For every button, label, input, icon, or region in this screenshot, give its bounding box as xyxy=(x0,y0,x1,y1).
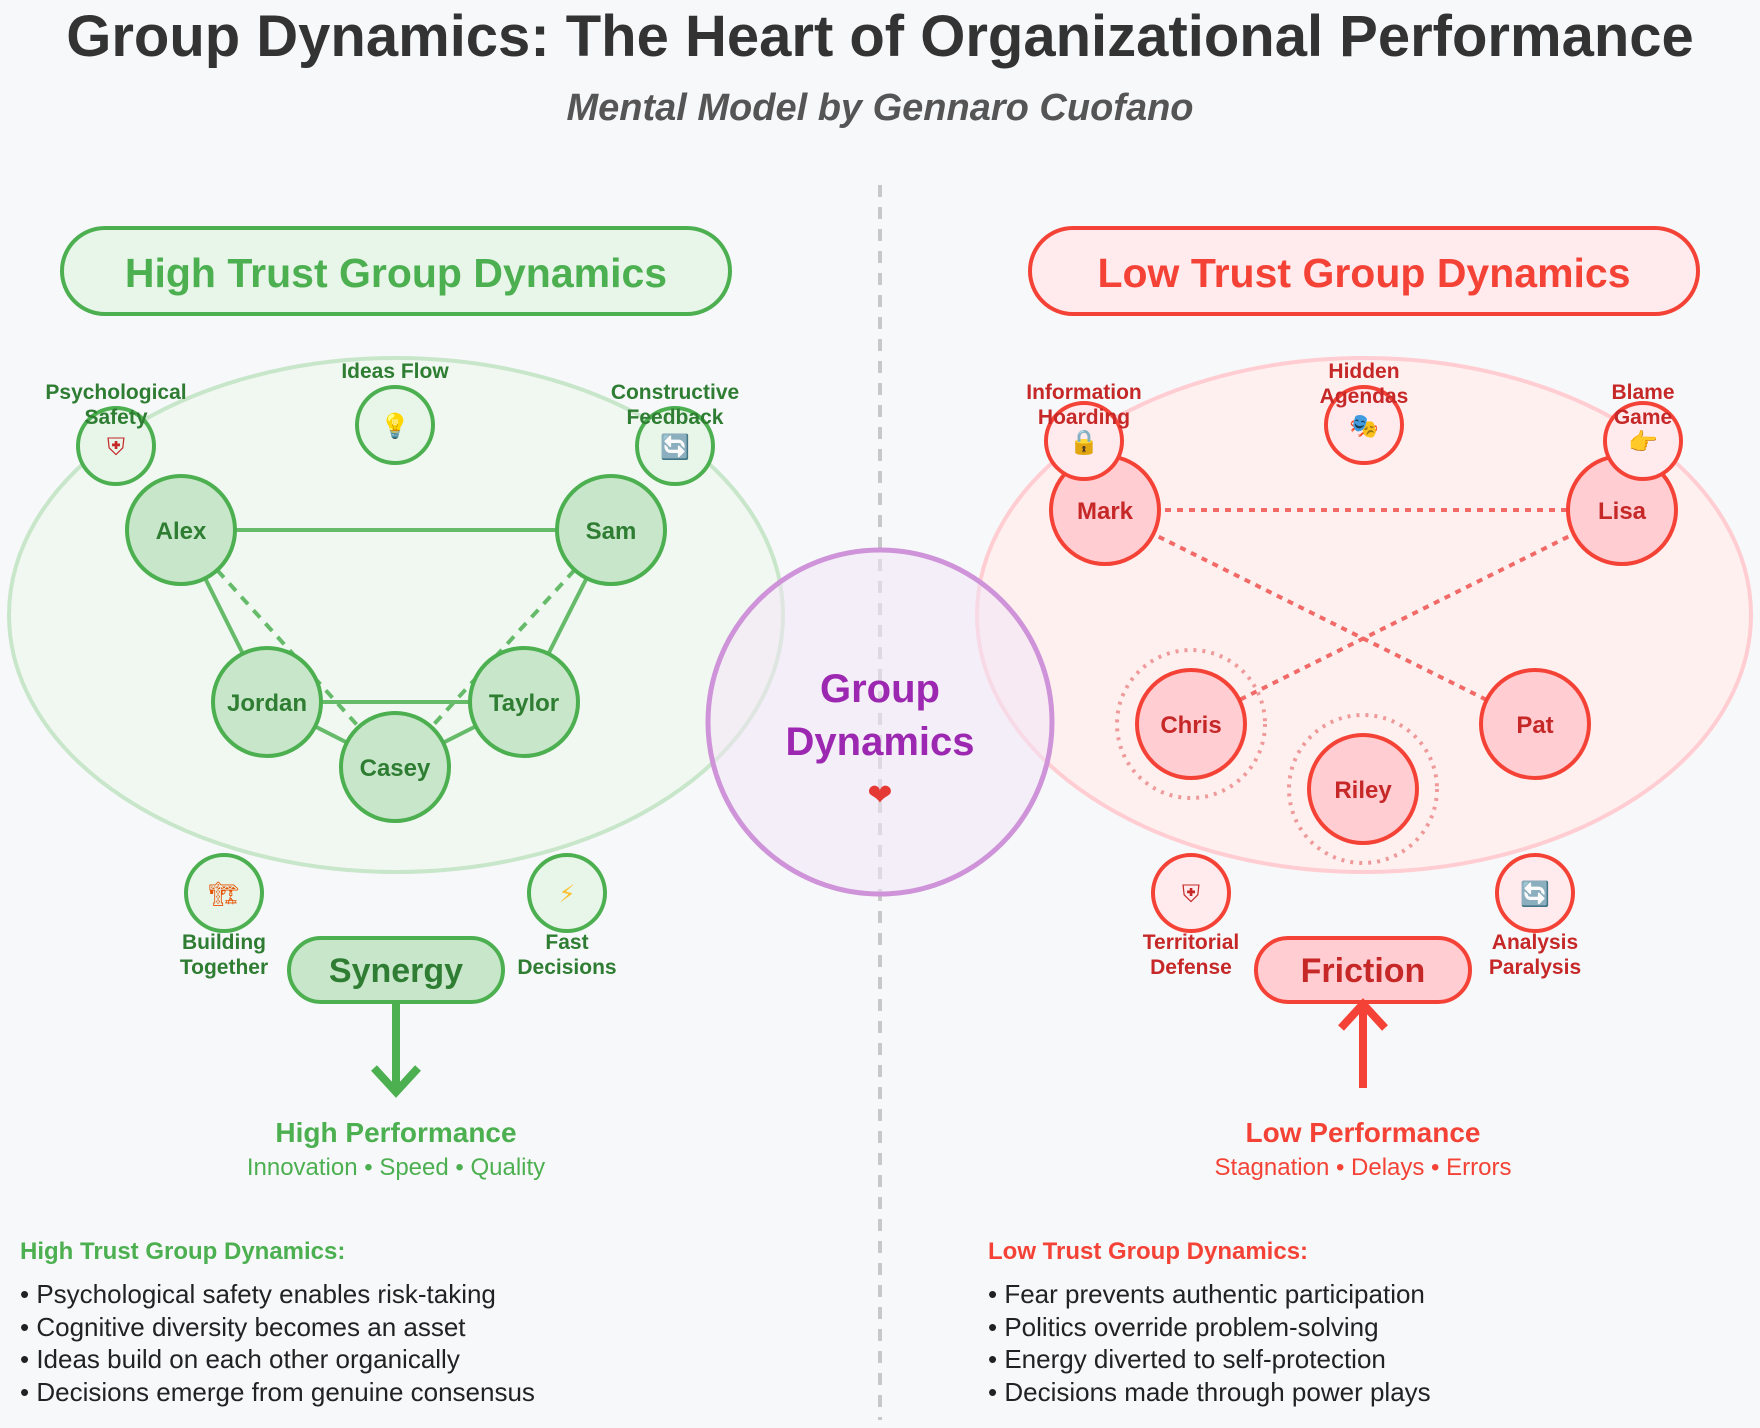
down-arrow-icon xyxy=(371,1004,421,1098)
low-performance-subtitle: Stagnation • Delays • Errors xyxy=(1215,1154,1512,1181)
synergy-pill xyxy=(287,936,505,1004)
svg-text:Hoarding: Hoarding xyxy=(1038,406,1130,429)
low-trust-heading: Low Trust Group Dynamics xyxy=(1097,250,1630,296)
pointing-finger-icon: 👉 xyxy=(1628,428,1658,456)
svg-text:Together: Together xyxy=(180,956,268,979)
friction-label: Friction xyxy=(1301,952,1426,990)
high-trust-bullet: • Ideas build on each other organically xyxy=(20,1344,460,1374)
team-member-taylor: Taylor xyxy=(468,646,580,758)
member-name: Casey xyxy=(360,755,431,782)
team-member-mark: Mark xyxy=(1049,454,1161,566)
high-trust-bullet: • Psychological safety enables risk-taki… xyxy=(20,1279,496,1309)
svg-text:Defense: Defense xyxy=(1150,956,1232,979)
shield-icon: ⛨ xyxy=(107,433,125,461)
team-member-riley: Riley xyxy=(1307,733,1419,845)
factor-analysis-paralysis: 🔄 Analysis Paralysis xyxy=(1489,853,1581,979)
team-member-sam: Sam xyxy=(555,474,667,586)
high-trust-bullets-title: High Trust Group Dynamics: xyxy=(20,1238,345,1265)
low-trust-bullet: • Energy diverted to self-protection xyxy=(988,1344,1386,1374)
cycle-arrows-icon: 🔄 xyxy=(660,433,690,461)
svg-text:Game: Game xyxy=(1614,406,1672,429)
connection-mark-pat xyxy=(1104,508,1536,726)
low-trust-heading-pill xyxy=(1028,226,1700,316)
team-member-pat: Pat xyxy=(1479,668,1591,780)
factor-ideas-flow: 💡 Ideas Flow xyxy=(341,360,449,465)
page-subtitle: Mental Model by Gennaro Cuofano xyxy=(566,87,1193,129)
synergy-label: Synergy xyxy=(329,952,463,990)
svg-text:Feedback: Feedback xyxy=(627,406,724,429)
member-name: Lisa xyxy=(1598,498,1647,525)
svg-text:Territorial: Territorial xyxy=(1143,931,1239,954)
low-trust-bullets-title: Low Trust Group Dynamics: xyxy=(988,1238,1308,1265)
team-member-casey: Casey xyxy=(339,711,451,823)
low-trust-connections xyxy=(1104,508,1623,726)
low-trust-bullet: • Politics override problem-solving xyxy=(988,1312,1379,1342)
connection-lisa-chris xyxy=(1190,508,1623,726)
factor-territorial-defense: ⛨ Territorial Defense xyxy=(1143,853,1239,979)
svg-text:Constructive: Constructive xyxy=(611,381,739,404)
lightning-icon: ⚡ xyxy=(559,880,576,908)
factor-blame-game: 👉 Blame Game xyxy=(1603,381,1683,481)
svg-text:Blame: Blame xyxy=(1611,381,1674,404)
svg-text:Information: Information xyxy=(1026,381,1142,404)
high-trust-heading-pill xyxy=(60,226,732,316)
member-name: Alex xyxy=(156,518,207,545)
member-name: Jordan xyxy=(227,690,307,717)
svg-text:Building: Building xyxy=(182,931,266,954)
center-label-line2: Dynamics xyxy=(786,720,975,764)
cycle-arrows-icon: 🔄 xyxy=(1520,880,1550,908)
factor-information-hoarding: 🔒 Information Hoarding xyxy=(1026,381,1142,481)
center-hub xyxy=(705,547,1055,897)
high-trust-bullet: • Cognitive diversity becomes an asset xyxy=(20,1312,466,1342)
lightbulb-icon: 💡 xyxy=(380,412,410,440)
high-trust-bullet: • Decisions emerge from genuine consensu… xyxy=(20,1377,535,1407)
factor-psychological-safety: ⛨ Psychological Safety xyxy=(45,381,187,486)
svg-text:Hidden: Hidden xyxy=(1328,360,1399,383)
low-performance-title: Low Performance xyxy=(1246,1117,1481,1148)
factor-hidden-agendas: 🎭 Hidden Agendas xyxy=(1320,360,1409,465)
masks-icon: 🎭 xyxy=(1349,412,1379,440)
shield-icon: ⛨ xyxy=(1182,880,1200,908)
center-label-line1: Group xyxy=(820,667,940,711)
factor-constructive-feedback: 🔄 Constructive Feedback xyxy=(611,381,739,486)
factor-fast-decisions: ⚡ Fast Decisions xyxy=(517,853,617,979)
member-name: Mark xyxy=(1077,498,1134,525)
member-name: Sam xyxy=(586,518,637,545)
svg-text:Decisions: Decisions xyxy=(517,956,616,979)
construction-icon: 🏗 xyxy=(209,880,239,908)
high-performance-subtitle: Innovation • Speed • Quality xyxy=(247,1154,545,1181)
svg-text:Agendas: Agendas xyxy=(1320,385,1409,408)
high-performance-title: High Performance xyxy=(275,1117,516,1148)
low-trust-bullet: • Fear prevents authentic participation xyxy=(988,1279,1425,1309)
heart-icon: ❤ xyxy=(867,778,892,813)
svg-text:Analysis: Analysis xyxy=(1492,931,1578,954)
lock-icon: 🔒 xyxy=(1069,428,1099,456)
low-trust-bullet: • Decisions made through power plays xyxy=(988,1377,1431,1407)
member-name: Pat xyxy=(1516,712,1553,739)
svg-text:Ideas Flow: Ideas Flow xyxy=(341,360,449,383)
member-name: Chris xyxy=(1160,712,1221,739)
svg-text:Paralysis: Paralysis xyxy=(1489,956,1581,979)
team-member-lisa: Lisa xyxy=(1566,454,1678,566)
member-name: Taylor xyxy=(489,690,559,717)
page-title: Group Dynamics: The Heart of Organizatio… xyxy=(66,4,1694,69)
svg-text:Safety: Safety xyxy=(84,406,147,429)
team-member-alex: Alex xyxy=(125,474,237,586)
factor-building-together: 🏗 Building Together xyxy=(180,853,268,979)
isolation-ring-riley xyxy=(1287,713,1439,865)
member-name: Riley xyxy=(1334,777,1392,804)
svg-text:Psychological: Psychological xyxy=(45,381,186,404)
isolation-ring-chris xyxy=(1115,648,1267,800)
up-arrow-icon xyxy=(1338,998,1388,1088)
high-trust-heading: High Trust Group Dynamics xyxy=(125,250,667,296)
team-member-chris: Chris xyxy=(1135,668,1247,780)
svg-text:Fast: Fast xyxy=(545,931,588,954)
team-member-jordan: Jordan xyxy=(211,646,323,758)
